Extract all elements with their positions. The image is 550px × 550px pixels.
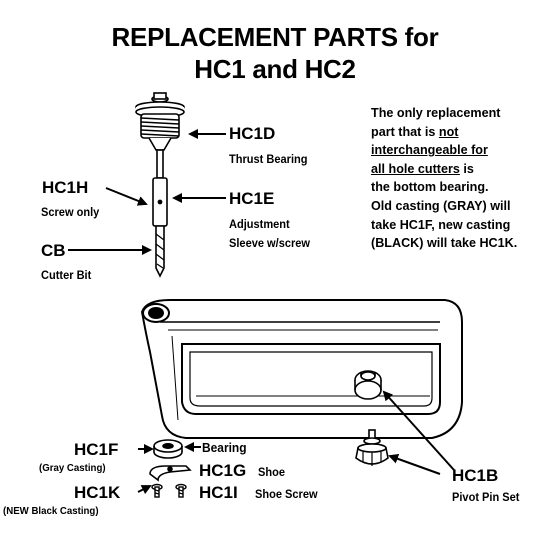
note-line-8: (BLACK) will take HC1K. <box>371 236 518 251</box>
note-line-3: interchangeable for <box>371 143 488 158</box>
note-line-4: all hole cutters is <box>371 160 517 179</box>
shoe-screw-drawing <box>151 483 187 498</box>
label-bearing: Bearing <box>202 440 247 455</box>
code-hc1i: HC1I <box>199 483 238 502</box>
arrow-hc1k <box>137 485 152 495</box>
desc-hc1e-line-1: Adjustment <box>229 217 290 231</box>
code-hc1e: HC1E <box>229 189 275 208</box>
desc-hc1b: Pivot Pin Set <box>452 490 520 504</box>
code-hc1b: HC1B <box>452 466 499 485</box>
thrust-bearing-drawing <box>135 92 185 151</box>
title-line-2: HC1 and HC2 <box>194 54 356 84</box>
adjustment-sleeve-drawing <box>152 149 168 227</box>
leader-arrows <box>68 129 455 495</box>
desc-hc1i: Shoe Screw <box>255 487 318 501</box>
code-hc1g: HC1G <box>199 461 247 480</box>
pivot-pin-drawing <box>355 429 389 466</box>
bearing-drawing <box>153 439 183 459</box>
arrow-hc1b-pin <box>388 454 441 475</box>
desc-hc1e-line-2: Sleeve w/screw <box>229 236 311 250</box>
arrow-hc1b-casting <box>382 390 455 471</box>
code-cb: CB <box>41 241 66 260</box>
code-hc1h: HC1H <box>42 178 89 197</box>
desc-cb: Cutter Bit <box>41 268 92 282</box>
note-line-2: part that is not <box>371 123 517 142</box>
cutter-bit-drawing <box>155 225 165 278</box>
code-hc1f: HC1F <box>74 440 119 459</box>
casting-drawing <box>140 299 463 439</box>
note-line-1: The only replacement <box>371 106 501 120</box>
code-hc1k: HC1K <box>74 483 121 502</box>
desc-hc1d: Thrust Bearing <box>229 152 308 166</box>
pivot-nut-drawing <box>354 370 382 400</box>
note-line-5: the bottom bearing. <box>371 180 489 195</box>
note-line-2-text: part that is <box>371 124 439 139</box>
compatibility-note: The only replacement part that is not in… <box>371 104 517 253</box>
title-line-1: REPLACEMENT PARTS for <box>111 22 439 52</box>
note-line-6: Old casting (GRAY) will <box>371 198 511 213</box>
note-line-2-emphasis: not <box>438 124 459 139</box>
note-line-4-text: is <box>459 161 474 176</box>
note-line-7: take HC1F, new casting <box>371 217 511 232</box>
desc-hc1k: (NEW Black Casting) <box>3 505 99 517</box>
code-hc1d: HC1D <box>229 124 276 143</box>
shoe-drawing <box>149 465 192 482</box>
desc-hc1g: Shoe <box>258 465 285 479</box>
desc-hc1h: Screw only <box>41 205 100 219</box>
desc-hc1f: (Gray Casting) <box>39 462 106 474</box>
arrow-hc1h <box>105 187 148 206</box>
note-line-4-emphasis: all hole cutters <box>371 161 460 176</box>
